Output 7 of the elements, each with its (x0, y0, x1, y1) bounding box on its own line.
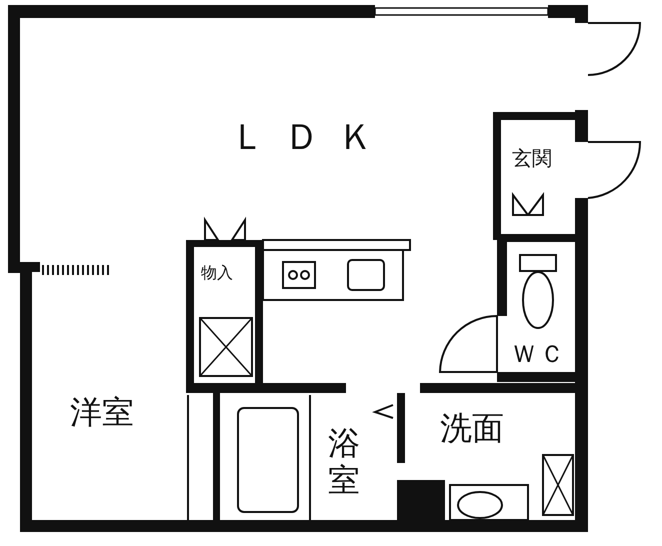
room-label: 洋室 (70, 396, 134, 428)
room-label: 物入 (201, 265, 233, 281)
room-label: ＷＣ (512, 342, 568, 366)
room-label: ＬＤＫ (230, 120, 392, 156)
room-label: 洗面 (440, 412, 504, 444)
room-label: 浴室 (328, 425, 362, 499)
room-label: 玄関 (512, 148, 552, 168)
